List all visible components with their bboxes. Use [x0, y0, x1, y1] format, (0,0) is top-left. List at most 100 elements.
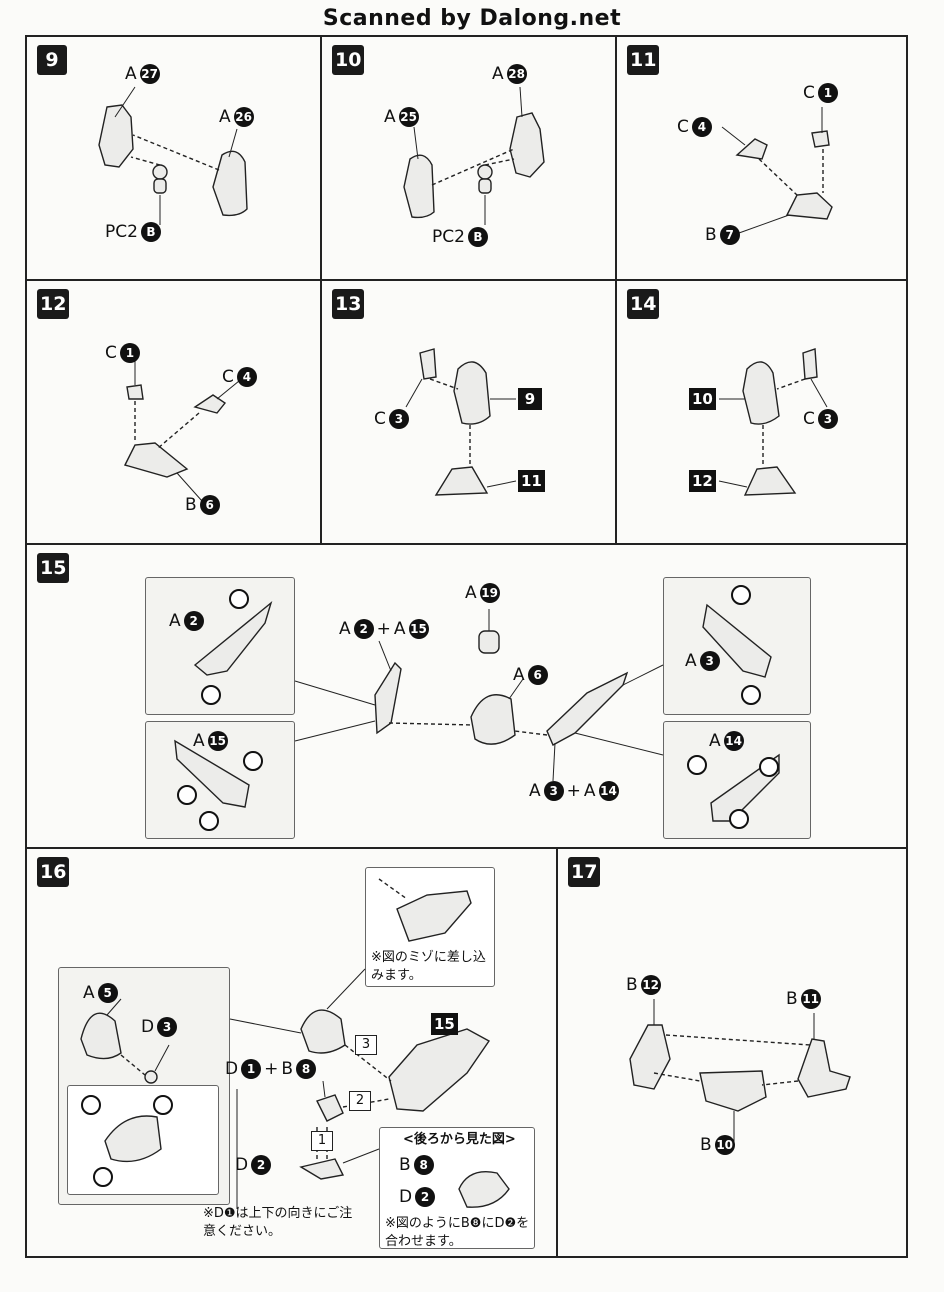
part-number: 1: [817, 83, 838, 103]
part-number: 28: [506, 64, 527, 84]
part-number: 4: [236, 367, 257, 387]
step-10-illustration: [403, 86, 545, 225]
part-number: 11: [800, 989, 821, 1009]
step-number: 10: [332, 45, 365, 75]
part-number: 14: [723, 731, 744, 751]
order-box-3: 3: [355, 1035, 377, 1055]
step-15-illustration: [174, 585, 780, 831]
step-16-illustration: [80, 878, 510, 1209]
part-letter: B: [467, 227, 488, 247]
part-number: 7: [719, 225, 740, 245]
part-number: 25: [398, 107, 419, 127]
part-number: 3: [817, 409, 838, 429]
part-number: 26: [233, 107, 254, 127]
step-9-illustration: [98, 86, 248, 225]
step-number: 17: [568, 857, 601, 887]
part-number: 5: [97, 983, 118, 1003]
part-number: 3: [157, 1017, 178, 1037]
step-17-illustration: [629, 999, 851, 1143]
part-letter: B: [140, 222, 161, 242]
part-number: 27: [139, 64, 160, 84]
order-box-2: 2: [349, 1091, 371, 1111]
part-number: 3: [699, 651, 720, 671]
step-14-illustration: [718, 348, 828, 496]
step-number: 9: [37, 45, 67, 75]
step-number: 12: [37, 289, 70, 319]
part-number: 2: [415, 1187, 436, 1207]
step-number: 15: [37, 553, 70, 583]
ref-step-9: 9: [518, 388, 542, 410]
part-number: 1: [241, 1059, 262, 1079]
rear-view-title: <後ろから見た図>: [403, 1132, 516, 1147]
step-11-illustration: [721, 107, 833, 234]
part-number: 2: [251, 1155, 272, 1175]
ref-step-11: 11: [518, 470, 545, 492]
step-number: 13: [332, 289, 365, 319]
part-number: 1: [119, 343, 140, 363]
part-number: 6: [199, 495, 220, 515]
note-direction: ※D❶は上下の向きにご注意ください。: [203, 1206, 353, 1239]
part-number: 8: [413, 1155, 434, 1175]
order-box-1: 1: [311, 1131, 333, 1151]
part-number: 2: [353, 619, 374, 639]
ref-step-12: 12: [689, 470, 716, 492]
part-number: 3: [388, 409, 409, 429]
ref-step-15: 15: [431, 1013, 458, 1035]
step-16-panel: 16 3 2 1 ※図のミゾに差し込みま: [25, 847, 558, 1258]
note-align: ※図のようにB❽にD❷を合わせます。: [385, 1216, 530, 1249]
step-13-illustration: [405, 348, 517, 496]
part-number: 6: [527, 665, 548, 685]
part-number: 15: [408, 619, 429, 639]
part-number: 8: [296, 1059, 317, 1079]
step-number: 16: [37, 857, 70, 887]
part-number: 12: [640, 975, 661, 995]
ref-step-10: 10: [689, 388, 716, 410]
step-12-illustration: [123, 361, 240, 502]
watermark: Scanned by Dalong.net: [322, 6, 622, 31]
part-number: 2: [183, 611, 204, 631]
part-number: 15: [207, 731, 228, 751]
part-number: 14: [598, 781, 619, 801]
part-number: 10: [714, 1135, 735, 1155]
part-number: 3: [543, 781, 564, 801]
part-number: 19: [479, 583, 500, 603]
